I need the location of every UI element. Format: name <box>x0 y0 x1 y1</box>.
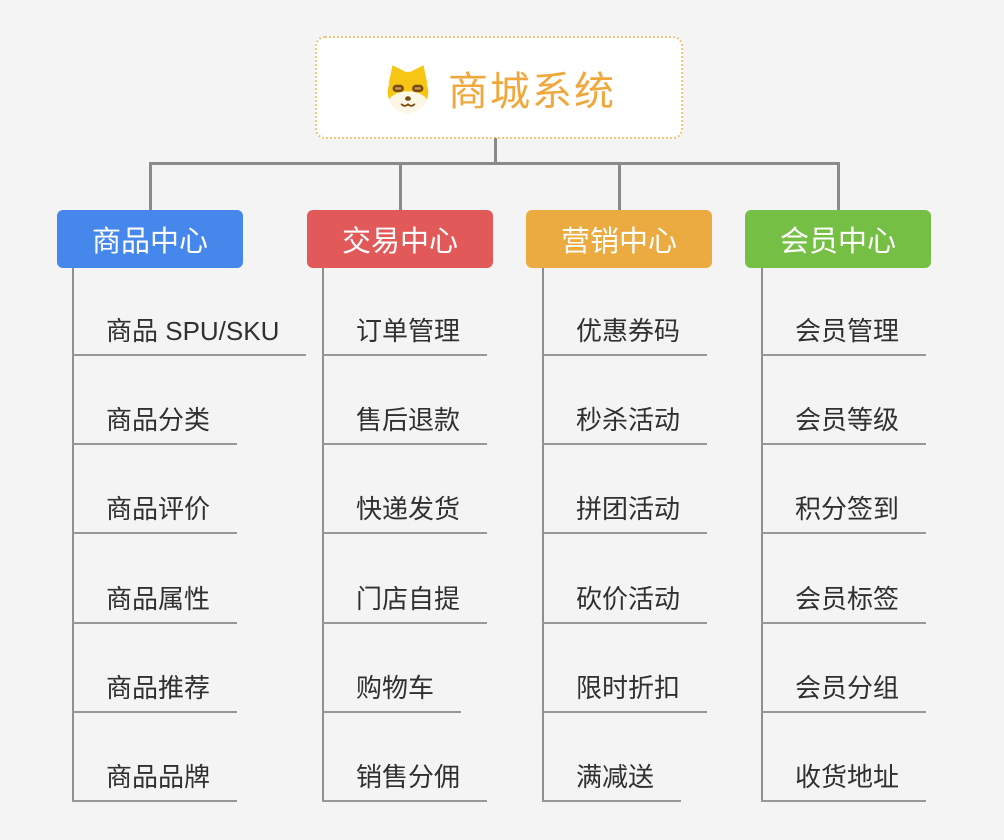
connector-stub-trade <box>399 164 402 210</box>
branch-topic-member-center[interactable]: 会员中心 <box>745 210 931 268</box>
leaf-topic[interactable]: 会员标签 <box>761 584 927 624</box>
leaf-topic[interactable]: 优惠券码 <box>542 316 708 356</box>
leaf-topic[interactable]: 商品品牌 <box>72 762 238 802</box>
root-topic[interactable]: 商城系统 <box>315 36 683 139</box>
leaf-topic[interactable]: 商品评价 <box>72 494 238 534</box>
leaf-topic[interactable]: 收货地址 <box>761 762 927 802</box>
connector-stub-marketing <box>618 164 621 210</box>
leaf-topic[interactable]: 秒杀活动 <box>542 405 708 445</box>
leaf-topic[interactable]: 限时折扣 <box>542 673 708 713</box>
branch-children-marketing-center: 优惠券码 秒杀活动 拼团活动 砍价活动 限时折扣 满减送 <box>542 268 802 802</box>
root-topic-title: 商城系统 <box>448 69 616 114</box>
leaf-topic[interactable]: 订单管理 <box>322 316 488 356</box>
leaf-topic[interactable]: 购物车 <box>322 673 462 713</box>
leaf-topic[interactable]: 会员分组 <box>761 673 927 713</box>
leaf-topic[interactable]: 满减送 <box>542 762 682 802</box>
connector-stub-member <box>837 164 840 210</box>
branch-topic-product-center[interactable]: 商品中心 <box>57 210 243 268</box>
leaf-topic[interactable]: 销售分佣 <box>322 762 488 802</box>
leaf-topic[interactable]: 会员管理 <box>761 316 927 356</box>
leaf-topic[interactable]: 商品 SPU/SKU <box>72 316 307 356</box>
branch-children-member-center: 会员管理 会员等级 积分签到 会员标签 会员分组 收货地址 <box>761 268 1004 802</box>
leaf-topic[interactable]: 积分签到 <box>761 494 927 534</box>
leaf-topic[interactable]: 商品分类 <box>72 405 238 445</box>
branch-topic-marketing-center[interactable]: 营销中心 <box>526 210 712 268</box>
leaf-topic[interactable]: 门店自提 <box>322 584 488 624</box>
leaf-topic[interactable]: 砍价活动 <box>542 584 708 624</box>
leaf-topic[interactable]: 商品属性 <box>72 584 238 624</box>
dog-face-icon <box>382 61 434 115</box>
leaf-topic[interactable]: 售后退款 <box>322 405 488 445</box>
connector-horizontal <box>149 162 840 165</box>
connector-root-stub <box>494 138 497 164</box>
leaf-topic[interactable]: 拼团活动 <box>542 494 708 534</box>
branch-children-trade-center: 订单管理 售后退款 快递发货 门店自提 购物车 销售分佣 <box>322 268 582 802</box>
branch-topic-trade-center[interactable]: 交易中心 <box>307 210 493 268</box>
leaf-topic[interactable]: 快递发货 <box>322 494 488 534</box>
leaf-topic[interactable]: 商品推荐 <box>72 673 238 713</box>
connector-stub-product <box>149 164 152 210</box>
branch-children-product-center: 商品 SPU/SKU 商品分类 商品评价 商品属性 商品推荐 商品品牌 <box>72 268 332 802</box>
leaf-topic[interactable]: 会员等级 <box>761 405 927 445</box>
